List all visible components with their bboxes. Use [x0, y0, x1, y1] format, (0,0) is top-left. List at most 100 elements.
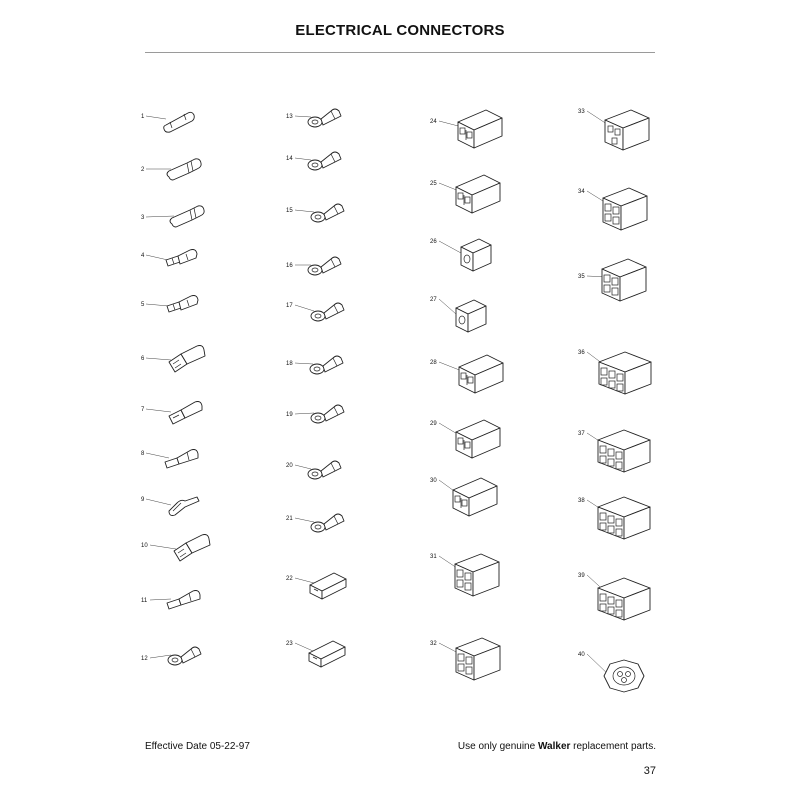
leader-line: [149, 598, 172, 601]
item-number: 27: [430, 297, 437, 303]
leader-line: [145, 452, 170, 459]
leader-line: [145, 254, 169, 261]
item-number: 20: [286, 463, 293, 469]
connector-item-31: 31: [430, 553, 500, 597]
six-way-connector-illustration: [597, 496, 651, 540]
brand-name: Walker: [537, 741, 571, 752]
item-number: 6: [141, 356, 145, 362]
item-number: 15: [286, 208, 293, 214]
item-number: 34: [578, 189, 585, 195]
disclaimer: Use only genuine Walker replacement part…: [458, 741, 656, 752]
ring-terminal-illustration: [310, 203, 345, 223]
page-number: 37: [643, 765, 656, 777]
six-way-connector-illustration: [597, 429, 651, 473]
connector-item-25: 25: [430, 174, 501, 214]
connector-item-10: 10: [141, 534, 211, 562]
connector-item-15: 15: [286, 203, 345, 223]
connector-item-13: 13: [286, 108, 342, 128]
connector-item-16: 16: [286, 256, 342, 276]
leader-line: [438, 240, 462, 254]
six-way-connector-illustration: [598, 351, 652, 395]
connector-item-27: 27: [430, 297, 487, 333]
connector-item-5: 5: [141, 295, 199, 313]
two-way-connector-illustration: [452, 477, 498, 517]
item-number: 9: [141, 497, 145, 503]
four-way-connector-illustration: [602, 187, 648, 231]
connector-item-2: 2: [141, 158, 202, 181]
connector-item-24: 24: [430, 109, 503, 149]
item-number: 25: [430, 181, 437, 187]
leader-line: [294, 304, 315, 312]
single-housing-illustration: [309, 572, 347, 600]
leader-line: [294, 412, 315, 415]
leader-line: [145, 115, 167, 120]
item-number: 4: [141, 253, 145, 259]
connector-item-21: 21: [286, 513, 345, 533]
leader-line: [149, 654, 172, 659]
item-number: 31: [430, 554, 437, 560]
leader-line: [294, 362, 314, 365]
connector-item-32: 32: [430, 637, 501, 681]
effective-date: Effective Date 05-22-97: [145, 741, 250, 752]
connector-item-9: 9: [141, 496, 200, 516]
connector-item-34: 34: [578, 187, 648, 231]
disclaimer-suffix: replacement parts.: [570, 741, 656, 752]
leader-line: [145, 357, 172, 361]
item-number: 3: [141, 215, 145, 221]
item-number: 11: [141, 598, 148, 604]
item-number: 37: [578, 431, 585, 437]
connector-item-26: 26: [430, 238, 492, 272]
connector-item-11: 11: [141, 590, 201, 610]
one-way-connector-illustration: [460, 238, 492, 272]
connector-item-29: 29: [430, 419, 501, 459]
four-way-connector-illustration: [455, 637, 501, 681]
ring-terminal-illustration: [310, 513, 345, 533]
item-number: 13: [286, 114, 293, 120]
item-number: 7: [141, 407, 145, 413]
bullet-terminal-illustration: [166, 158, 202, 181]
connector-item-35: 35: [578, 258, 647, 302]
item-number: 30: [430, 478, 437, 484]
two-way-connector-illustration: [455, 419, 501, 459]
connector-item-12: 12: [141, 646, 202, 666]
item-number: 28: [430, 360, 437, 366]
item-number: 18: [286, 361, 293, 367]
ring-terminal-illustration: [307, 151, 342, 171]
two-way-connector-illustration: [458, 354, 504, 394]
item-number: 40: [578, 652, 585, 658]
single-housing-illustration: [308, 640, 346, 668]
connector-item-14: 14: [286, 151, 342, 171]
connector-item-37: 37: [578, 429, 651, 473]
bullet-terminal-illustration: [169, 205, 205, 228]
item-number: 35: [578, 274, 585, 280]
item-number: 2: [141, 167, 145, 173]
item-number: 33: [578, 109, 585, 115]
four-way-connector-illustration: [601, 258, 647, 302]
leader-line: [149, 544, 177, 550]
leader-line: [145, 215, 175, 218]
piggyback-terminal-illustration: [166, 295, 199, 313]
one-way-connector-illustration: [455, 299, 487, 333]
item-number: 21: [286, 516, 293, 522]
female-spade-insulated-illustration: [173, 534, 211, 562]
connector-item-23: 23: [286, 640, 346, 668]
connector-item-38: 38: [578, 496, 651, 540]
item-number: 22: [286, 576, 293, 582]
item-number: 5: [141, 302, 145, 308]
item-number: 12: [141, 656, 148, 662]
connector-item-28: 28: [430, 354, 504, 394]
connector-item-30: 30: [430, 477, 498, 517]
connector-item-36: 36: [578, 350, 652, 395]
ring-terminal-illustration: [307, 460, 342, 480]
connector-item-4: 4: [141, 249, 198, 267]
item-number: 26: [430, 239, 437, 245]
ring-terminal-illustration: [309, 355, 344, 375]
connector-item-22: 22: [286, 572, 347, 600]
item-number: 36: [578, 350, 585, 356]
ring-terminal-illustration: [307, 108, 342, 128]
leader-line: [294, 115, 312, 118]
connector-item-18: 18: [286, 355, 344, 375]
ring-terminal-illustration: [310, 302, 345, 322]
